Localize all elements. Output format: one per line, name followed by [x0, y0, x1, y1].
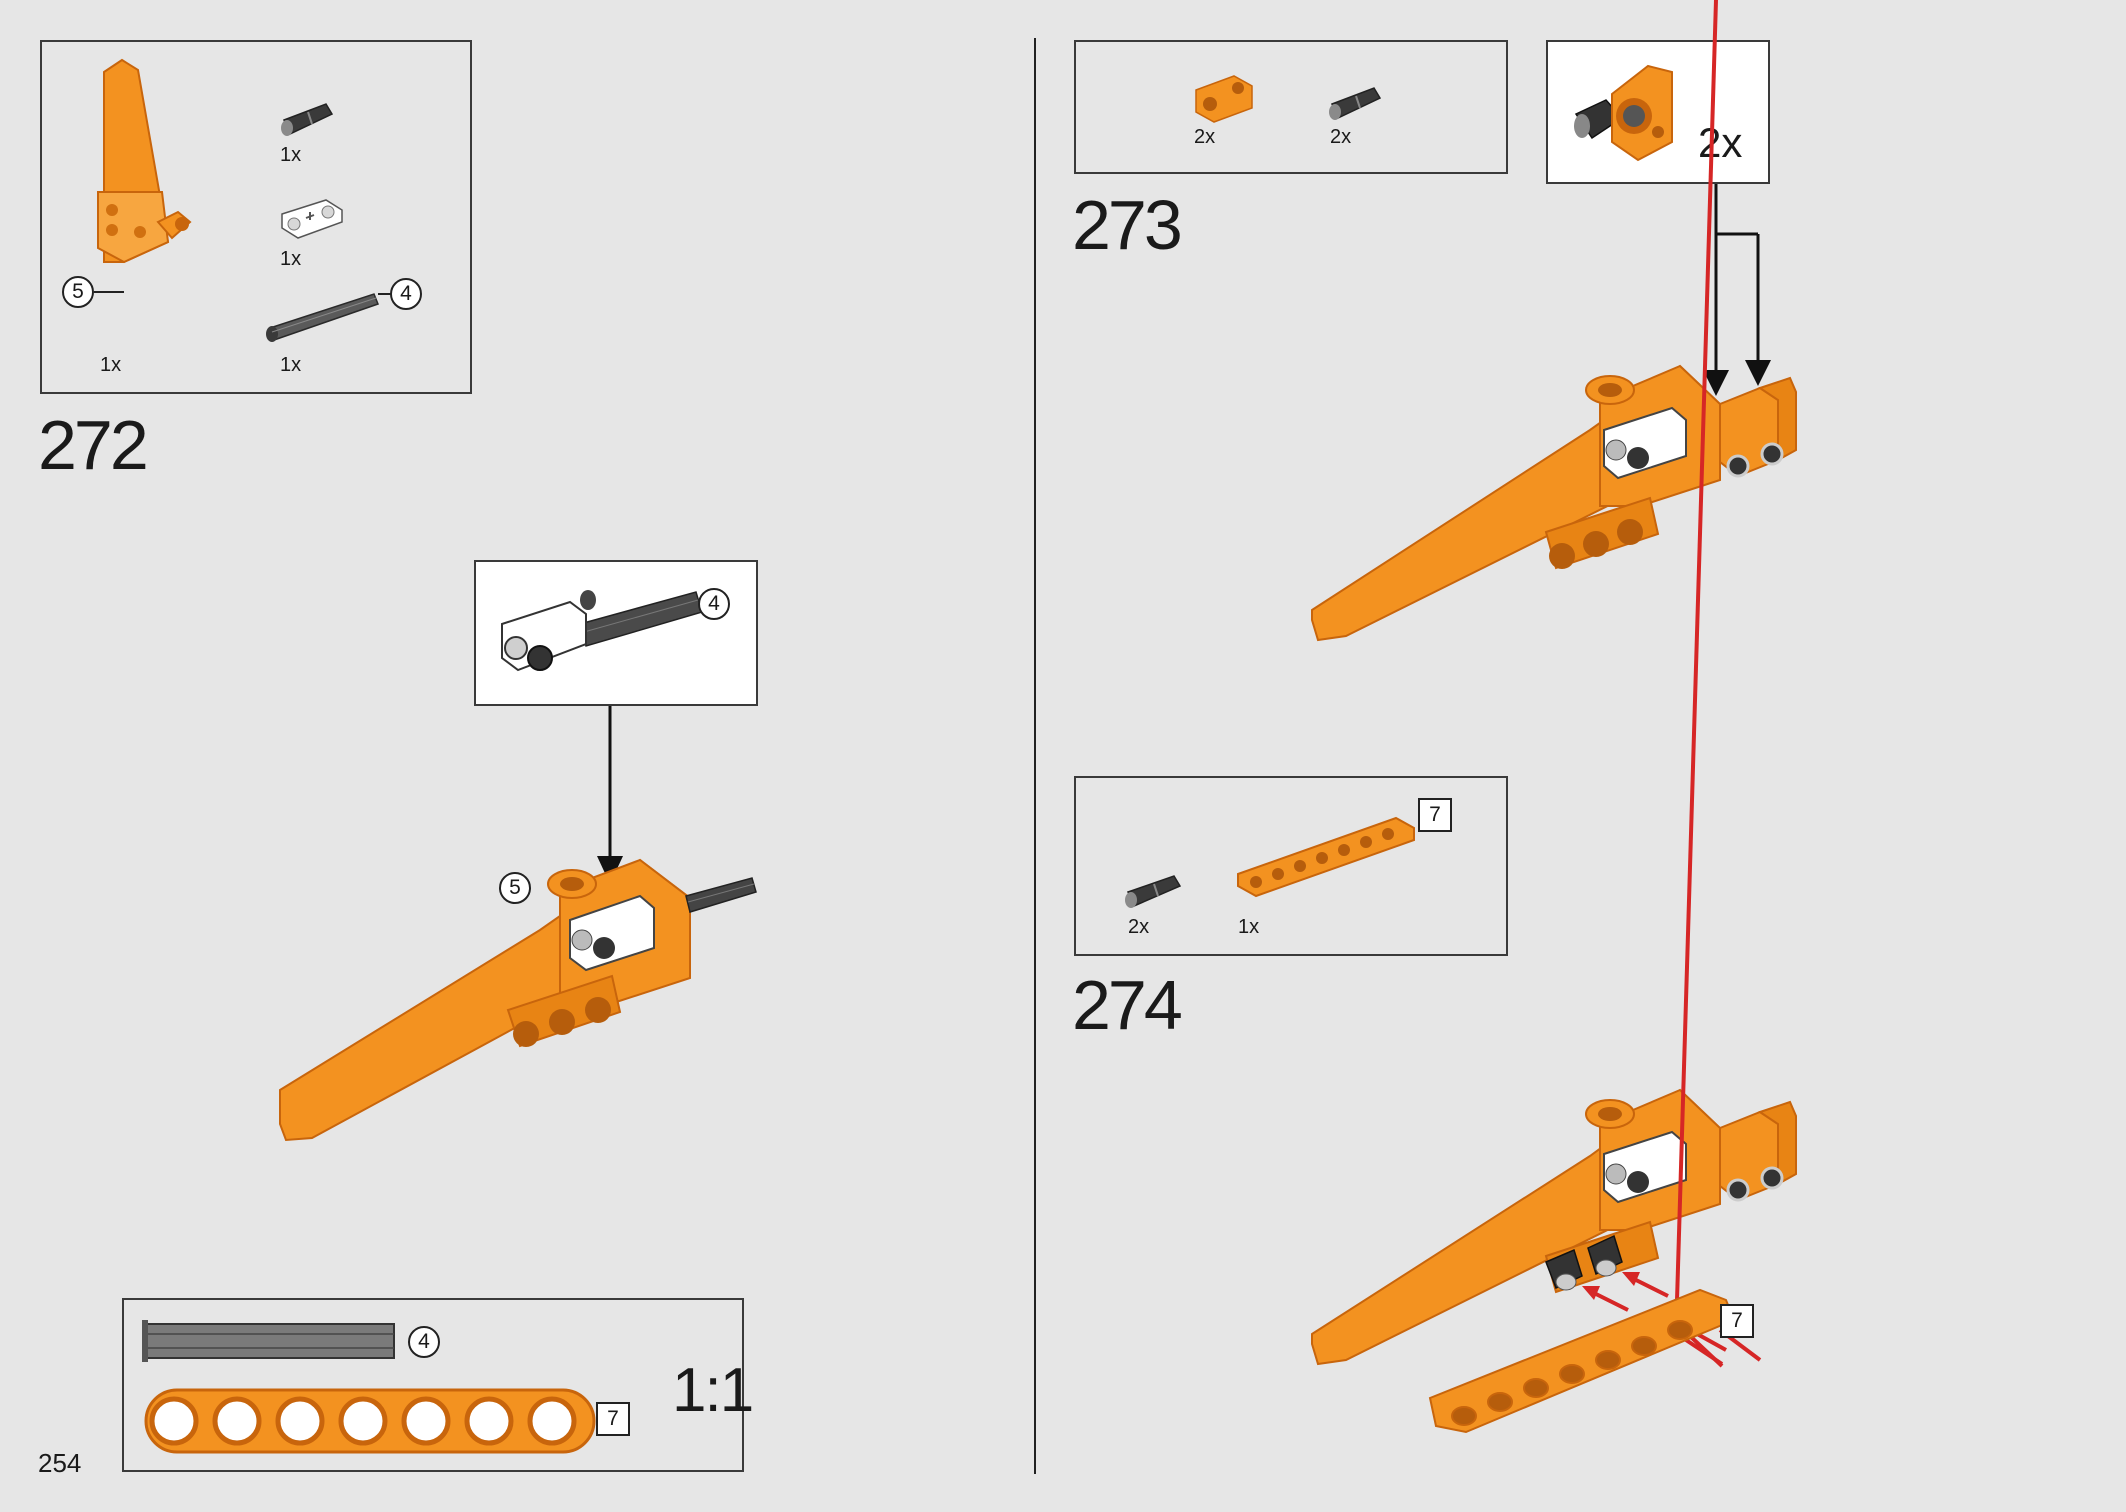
subassembly-callout-4: 4 [698, 588, 730, 620]
axle-connector-subassembly-icon [501, 590, 703, 672]
pin-connector-subassembly-icon [1574, 64, 1673, 162]
subassembly-multiplier: 2x [1698, 119, 1743, 166]
gray-axle-icon [142, 1320, 395, 1362]
step-272-parts-art [94, 58, 392, 342]
scale-reference-art [142, 1320, 596, 1454]
orange-panel-icon [97, 58, 192, 264]
black-pin-icon [1125, 875, 1182, 908]
black-pin-icon [281, 103, 334, 136]
step-272-part-callout-5: 5 [62, 276, 94, 308]
part-qty: 1x [280, 354, 302, 376]
scale-reference-box: 4 7 1:1 [122, 1298, 754, 1472]
step-274-beam-label-7: 7 [1418, 798, 1452, 832]
step-273-parts-art [1195, 75, 1382, 123]
step-274-assembly-label-7: 7 [1720, 1304, 1754, 1338]
gray-axle-icon [266, 293, 379, 342]
orange-beam-icon [1237, 816, 1415, 898]
scale-title: 1:1 [672, 1356, 754, 1425]
part-qty: 1x [280, 144, 302, 166]
orange-beam-icon [144, 1388, 596, 1454]
assembly-callout-5: 5 [499, 872, 531, 904]
step-274-parts-list: 7 2x 1x [1074, 776, 1508, 956]
orange-pin-connector-icon [1195, 75, 1253, 123]
step-272-subassembly-box [474, 560, 758, 706]
page-divider [1034, 38, 1036, 1474]
part-qty: 1x [100, 354, 122, 376]
step-number-273: 273 [1072, 186, 1183, 264]
part-qty: 2x [1194, 126, 1216, 148]
part-qty: 2x [1330, 126, 1352, 148]
step-274-parts-art [1125, 816, 1415, 908]
page-number: 254 [38, 1448, 82, 1478]
part-qty: 2x [1128, 916, 1150, 938]
scale-axle-callout-4: 4 [408, 1326, 440, 1358]
black-pin-icon [1329, 87, 1382, 120]
step-272-part-callout-4: 4 [390, 278, 422, 310]
white-connector-icon [281, 199, 343, 239]
part-qty: 1x [280, 248, 302, 270]
step-272-parts-list: 5 4 1x 1x 1x 1x [40, 40, 472, 394]
step-273-parts-list: 2x 2x [1074, 40, 1508, 174]
step-number-272: 272 [38, 406, 149, 484]
step-number-274: 274 [1072, 966, 1183, 1044]
scale-beam-label-7: 7 [596, 1402, 630, 1436]
step-273-subassembly-box: 2x [1546, 40, 1770, 184]
part-qty: 1x [1238, 916, 1260, 938]
